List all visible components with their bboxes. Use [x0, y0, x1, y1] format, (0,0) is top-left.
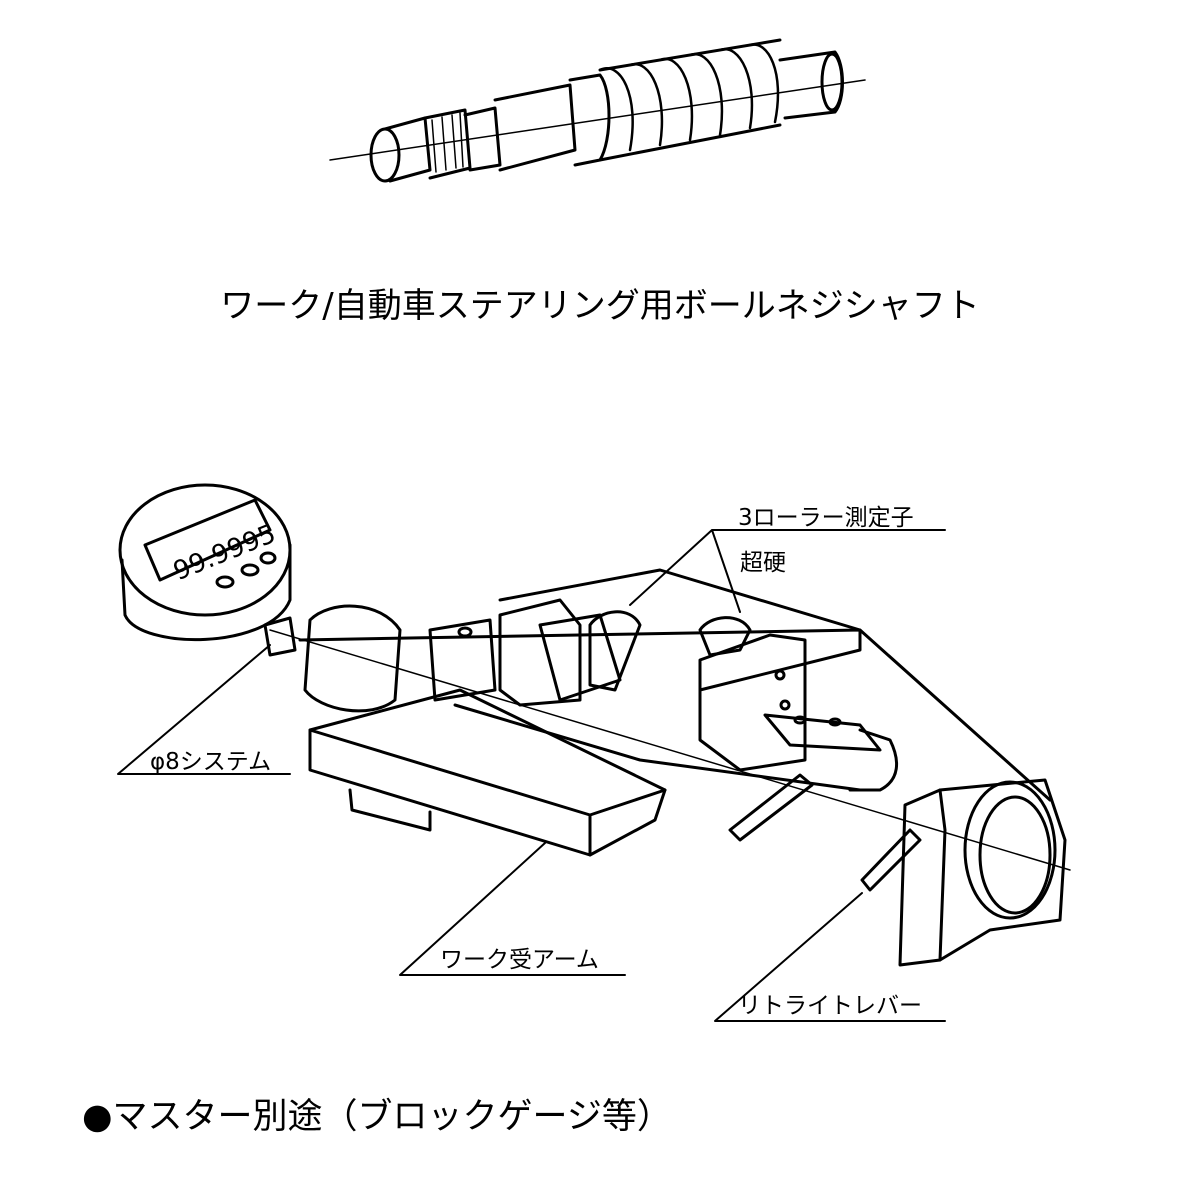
- label-retract-lever: リトライトレバー: [738, 993, 922, 1019]
- ball-screw-shaft-illustration: [329, 38, 866, 183]
- label-work-receiving-arm: ワーク受アーム: [440, 947, 599, 973]
- digital-indicator-illustration: 99.9995: [118, 483, 297, 657]
- label-carbide: 超硬: [740, 550, 786, 576]
- measuring-fixture-illustration: [269, 568, 1071, 967]
- label-3-roller-probe: 3ローラー測定子: [738, 505, 914, 531]
- label-phi8-system: φ8システム: [150, 749, 272, 775]
- work-title: ワーク/自動車ステアリング用ボールネジシャフト: [220, 286, 980, 326]
- master-note: ●マスター別途（ブロックゲージ等）: [82, 1097, 672, 1137]
- leader-lines: [117, 529, 946, 1022]
